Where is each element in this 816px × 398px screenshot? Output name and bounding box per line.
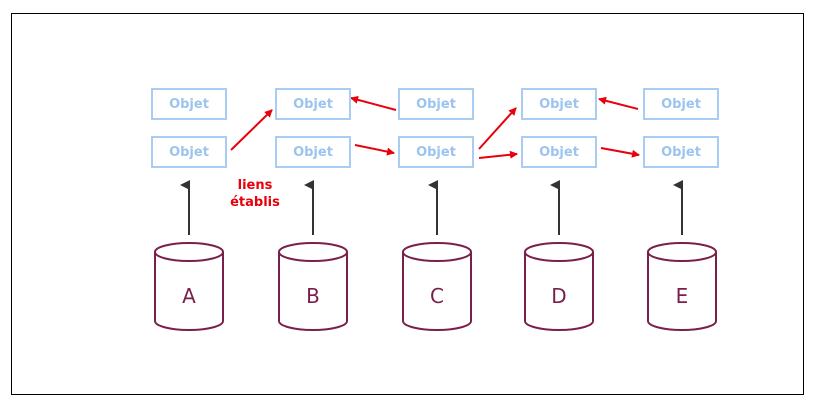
object-d-top: Objet <box>521 88 597 120</box>
link-arrow-c2-d1 <box>478 107 517 150</box>
object-a-bottom: Objet <box>151 136 227 168</box>
object-a-top: Objet <box>151 88 227 120</box>
links-label-line1: liens <box>237 178 273 193</box>
links-established-label: liens établis <box>215 177 295 211</box>
object-c-top: Objet <box>398 88 474 120</box>
object-d-bottom: Objet <box>521 136 597 168</box>
object-e-bottom: Objet <box>643 136 719 168</box>
object-b-bottom: Objet <box>275 136 351 168</box>
object-c-bottom: Objet <box>398 136 474 168</box>
object-e-top: Objet <box>643 88 719 120</box>
database-label-c: C <box>430 284 444 308</box>
database-d <box>524 242 594 331</box>
database-c <box>402 242 472 331</box>
link-arrow-d2-e2 <box>600 147 640 158</box>
link-arrow-c1-b1 <box>350 95 397 111</box>
link-arrow-a2-b1 <box>230 109 273 151</box>
database-label-a: A <box>182 284 196 308</box>
link-arrow-e1-d1 <box>598 96 639 110</box>
link-arrow-b2-c2 <box>354 144 395 156</box>
link-arrow-c2-d2 <box>478 150 518 159</box>
database-label-d: D <box>551 284 567 308</box>
database-a <box>154 242 224 331</box>
database-label-b: B <box>306 284 320 308</box>
object-b-top: Objet <box>275 88 351 120</box>
diagram-frame <box>11 13 804 395</box>
database-label-e: E <box>675 284 689 308</box>
database-e <box>647 242 717 331</box>
links-label-line2: établis <box>230 195 280 210</box>
database-b <box>278 242 348 331</box>
